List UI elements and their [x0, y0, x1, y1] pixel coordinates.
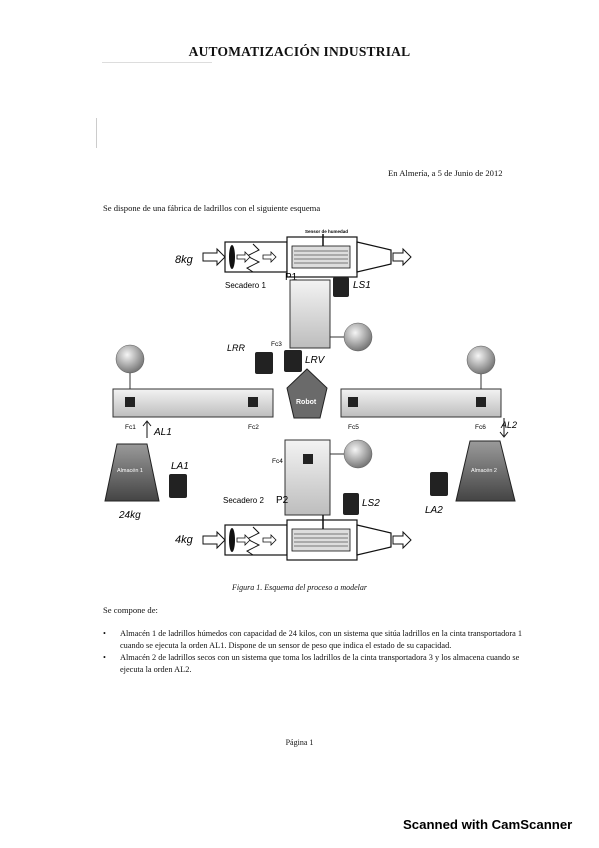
- humidity-sensor-label: Sensor de humedad: [305, 229, 348, 234]
- list-item-text: Almacén 2 de ladrillos secos con un sist…: [120, 653, 520, 674]
- p2-label: P2: [276, 495, 289, 506]
- scan-smudge: [102, 62, 212, 63]
- component-list: • Almacén 1 de ladrillos húmedos con capa…: [103, 628, 523, 676]
- weight-top-handwritten: 8kg: [175, 254, 194, 266]
- conveyor-1: [112, 388, 274, 418]
- motor-fc3-icon: [343, 322, 373, 352]
- almacen-1-weight: 24kg: [118, 510, 141, 521]
- robot-label: Robot: [296, 399, 317, 406]
- fc1-label: Fc1: [125, 424, 136, 431]
- outlet-cone: [356, 241, 392, 273]
- intro-paragraph: Se dispone de una fábrica de ladrillos c…: [103, 203, 321, 213]
- process-diagram: 8kg Sensor de humedad P1 Secadero 1 LS1 …: [104, 229, 517, 561]
- almacen-2-icon: [455, 440, 516, 502]
- secadero-2-label: Secadero 2: [223, 496, 264, 505]
- fc1-sensor: [125, 397, 135, 407]
- ls2-sensor: [343, 493, 359, 515]
- fc3-label: Fc3: [271, 341, 282, 348]
- place-date: En Almería, a 5 de Junio de 2012: [388, 168, 503, 178]
- lrr-label: LRR: [227, 343, 246, 353]
- almacen-1-label: Almacén 1: [117, 468, 143, 474]
- list-item: • Almacén 1 de ladrillos húmedos con capa…: [103, 628, 523, 651]
- conveyor-vertical-upper: [289, 279, 331, 349]
- fc5-sensor: [348, 397, 358, 407]
- motor-conveyor-3-icon: [466, 345, 496, 375]
- page-number: Página 1: [285, 738, 314, 747]
- al2-text: AL2: [500, 420, 517, 430]
- ls1-sensor: [333, 277, 349, 297]
- outlet-arrow: [392, 247, 412, 267]
- page-title: AUTOMATIZACIÓN INDUSTRIAL: [188, 44, 411, 59]
- la2-label: LA2: [425, 505, 443, 516]
- weight-bottom-handwritten: 4kg: [175, 534, 194, 546]
- lrr-light-icon: [255, 352, 273, 374]
- al1-label: AL1: [153, 427, 172, 438]
- fc6-sensor: [476, 397, 486, 407]
- secadero-1-label: Secadero 1: [225, 281, 266, 290]
- robot-icon: [286, 368, 328, 419]
- bullet-icon: •: [103, 629, 106, 638]
- list-item-text: Almacén 1 de ladrillos húmedos con capac…: [120, 629, 523, 650]
- la1-light-icon: [169, 474, 187, 498]
- motor-conveyor-1-icon: [115, 344, 145, 374]
- la1-label: LA1: [171, 461, 189, 472]
- lrv-label: LRV: [305, 355, 326, 366]
- lrv-light-icon: [284, 350, 302, 372]
- fc2-sensor: [248, 397, 258, 407]
- almacen-1-icon: [104, 443, 160, 502]
- heater-coil: [245, 243, 261, 273]
- bullet-icon: •: [103, 653, 106, 662]
- fc5-label: Fc5: [348, 424, 359, 431]
- secadero-2-line: 4kg: [175, 515, 412, 561]
- scan-smudge: [96, 118, 97, 148]
- fc4-sensor: [303, 454, 313, 464]
- ls2-label: LS2: [362, 498, 380, 509]
- components-label: Se compone de:: [103, 605, 158, 615]
- scanner-watermark: Scanned with CamScanner: [403, 817, 573, 832]
- ls1-label: LS1: [353, 280, 371, 291]
- fc2-label: Fc2: [248, 424, 259, 431]
- conveyor-3: [340, 388, 502, 418]
- la2-light-icon: [430, 472, 448, 496]
- p1-label: P1: [285, 272, 298, 283]
- list-item: • Almacén 2 de ladrillos secos con un sis…: [103, 652, 523, 675]
- inlet-arrow: [202, 247, 226, 267]
- intake-valve: [229, 245, 235, 269]
- motor-fc4-icon: [343, 439, 373, 469]
- almacen-2-label: Almacén 2: [471, 468, 497, 474]
- fc6-label: Fc6: [475, 424, 486, 431]
- secadero-1-line: 8kg Sensor de humedad P1 Secadero 1 LS1: [175, 229, 412, 297]
- conveyor-vertical-lower: [284, 439, 331, 516]
- fc4-label: Fc4: [272, 458, 283, 465]
- figure-caption: Figura 1. Esquema del proceso a modelar: [231, 583, 368, 592]
